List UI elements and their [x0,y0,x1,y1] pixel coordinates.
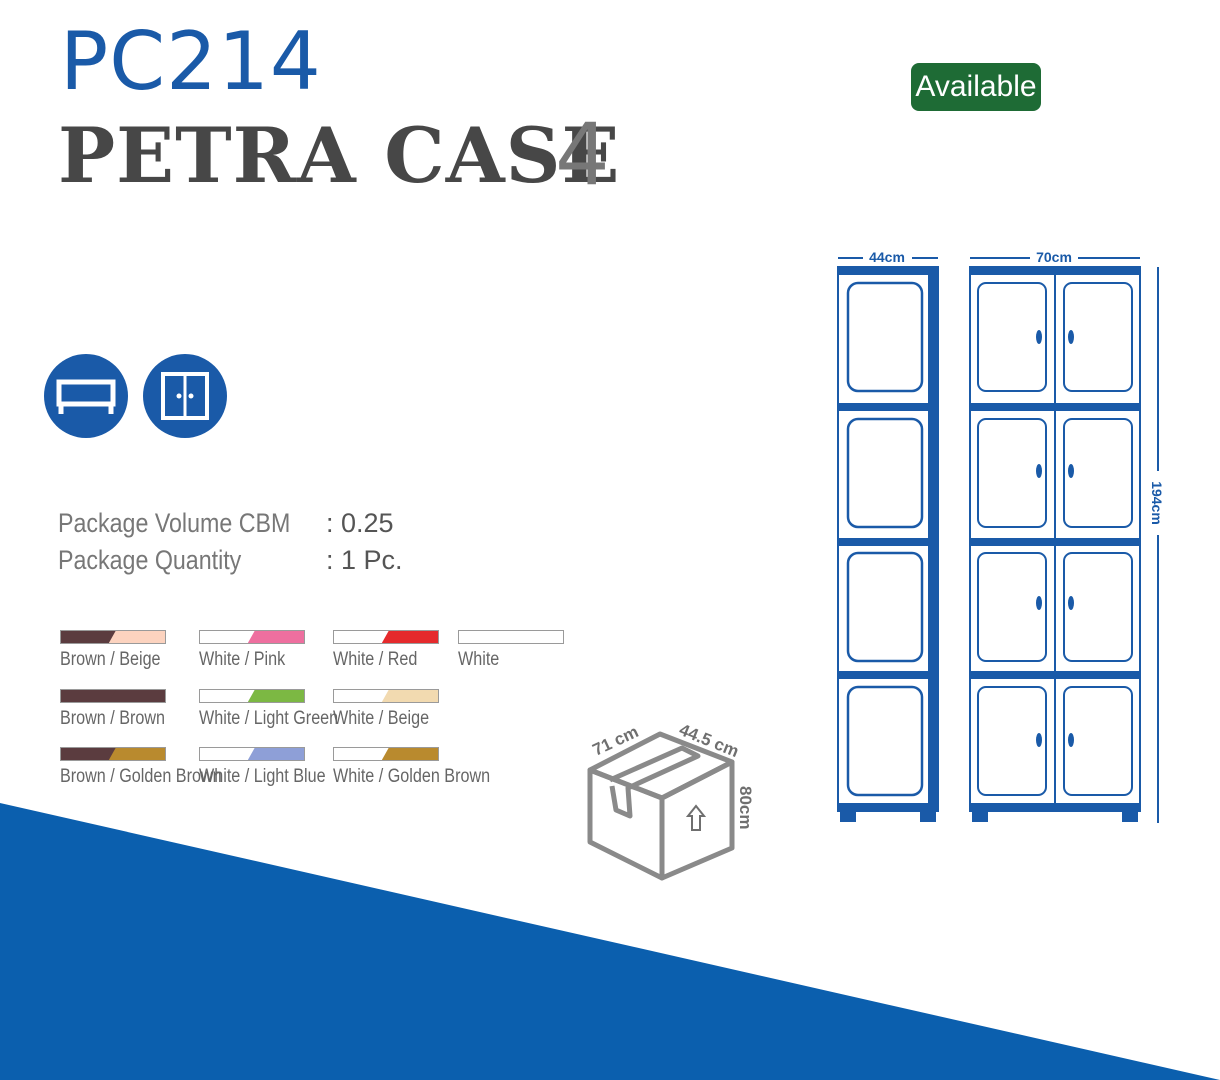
swatch-label: Brown / Brown [60,708,166,729]
box-height-label: 80cm [736,786,755,829]
swatch-label: White / Golden Brown [333,766,491,787]
swatch-bar [60,689,166,703]
model-code: PC214 [60,15,322,108]
availability-badge: Available [911,63,1041,111]
product-number: 4 [555,105,610,205]
depth-dimension: 44cm [869,249,905,265]
cabinet-front-view [969,266,1141,822]
swatch-bar [60,747,166,761]
spec-value: : 0.25 [326,508,394,538]
height-dimension: 194cm [1149,481,1165,525]
swatch-bar [333,630,439,644]
width-dimension: 70cm [1036,249,1072,265]
swatch-bar [333,689,439,703]
swatch-bar [199,689,305,703]
spec-label: Package Volume CBM [58,508,291,538]
package-box-icon: 71 cm 44.5 cm 80cm [587,720,755,881]
cabinet-dimension-drawing: 44cm 70cm 194cm [837,249,1165,823]
product-name: PETRA CASE [58,111,621,200]
swatch-bar [199,747,305,761]
swatch-bar [60,630,166,644]
swatch-bar [199,630,305,644]
double-door-icon [143,354,227,438]
cabinet-side-view [837,266,939,822]
swatch-label: White / Red [333,649,418,670]
swatch-label: White / Pink [199,649,286,670]
spec-value: : 1 Pc. [326,545,403,575]
spec-label: Package Quantity [58,545,242,575]
swatch-label: Brown / Golden Brown [60,766,222,787]
swatch-label: Brown / Beige [60,649,161,670]
up-arrow-icon [685,804,707,831]
swatch-label: White [458,649,500,670]
swatch-label: White / Light Green [199,708,339,729]
shelf-icon [44,354,128,438]
swatch-label: White / Beige [333,708,430,729]
box-length-label: 71 cm [590,722,642,760]
swatch-bar [458,630,564,644]
swatch-label: White / Light Blue [199,766,326,787]
swatch-bar [333,747,439,761]
